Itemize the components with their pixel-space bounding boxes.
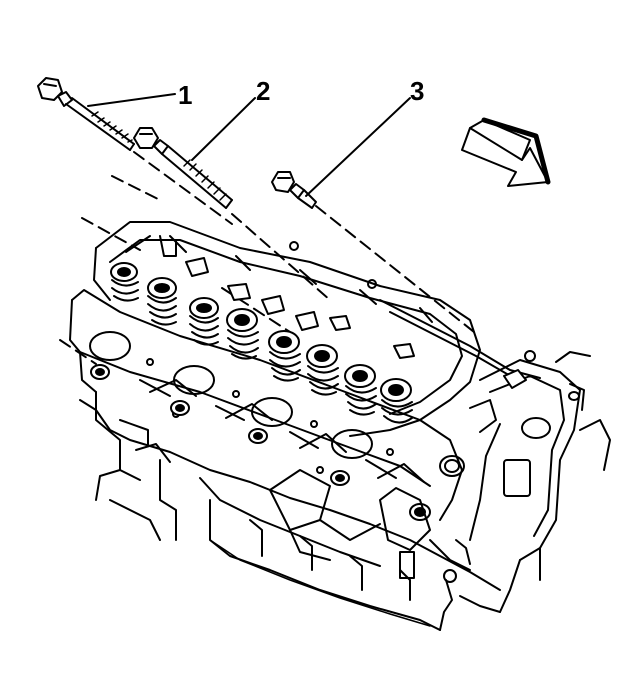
valve-spring-6 bbox=[306, 344, 339, 396]
bolt-1 bbox=[37, 77, 135, 151]
direction-arrow-icon bbox=[461, 117, 551, 187]
valve-springs bbox=[110, 262, 413, 424]
flange-port-3 bbox=[251, 397, 293, 427]
bolt-2 bbox=[133, 127, 233, 209]
valve-spring-2 bbox=[147, 277, 177, 326]
cylinder-head-upper bbox=[93, 221, 536, 437]
bolt-3 bbox=[271, 171, 317, 209]
valve-spring-7 bbox=[344, 364, 377, 416]
flange-bolt-heads bbox=[90, 364, 431, 521]
engine-block bbox=[79, 391, 501, 631]
cylinder-head-flange bbox=[69, 289, 465, 521]
callout-number-2: 2 bbox=[256, 76, 270, 106]
valve-spring-8 bbox=[380, 378, 413, 424]
alignment-dashed-lines bbox=[59, 151, 475, 365]
valve-spring-4 bbox=[226, 308, 259, 360]
leader-lines bbox=[87, 93, 411, 197]
callout-number-1: 1 bbox=[178, 80, 192, 110]
callout-number-3: 3 bbox=[410, 76, 424, 106]
leader-line-2 bbox=[191, 97, 256, 161]
valve-spring-1 bbox=[110, 262, 139, 302]
block-face-bore bbox=[521, 417, 551, 439]
valve-spring-3 bbox=[189, 297, 219, 346]
flange-port-1 bbox=[89, 331, 131, 361]
rear-edge-lines bbox=[379, 299, 541, 389]
leader-line-1 bbox=[87, 93, 176, 107]
block-end-face bbox=[469, 351, 611, 613]
leader-line-3 bbox=[305, 97, 411, 197]
valve-spring-5 bbox=[268, 330, 301, 382]
flange-port-4 bbox=[331, 429, 373, 459]
